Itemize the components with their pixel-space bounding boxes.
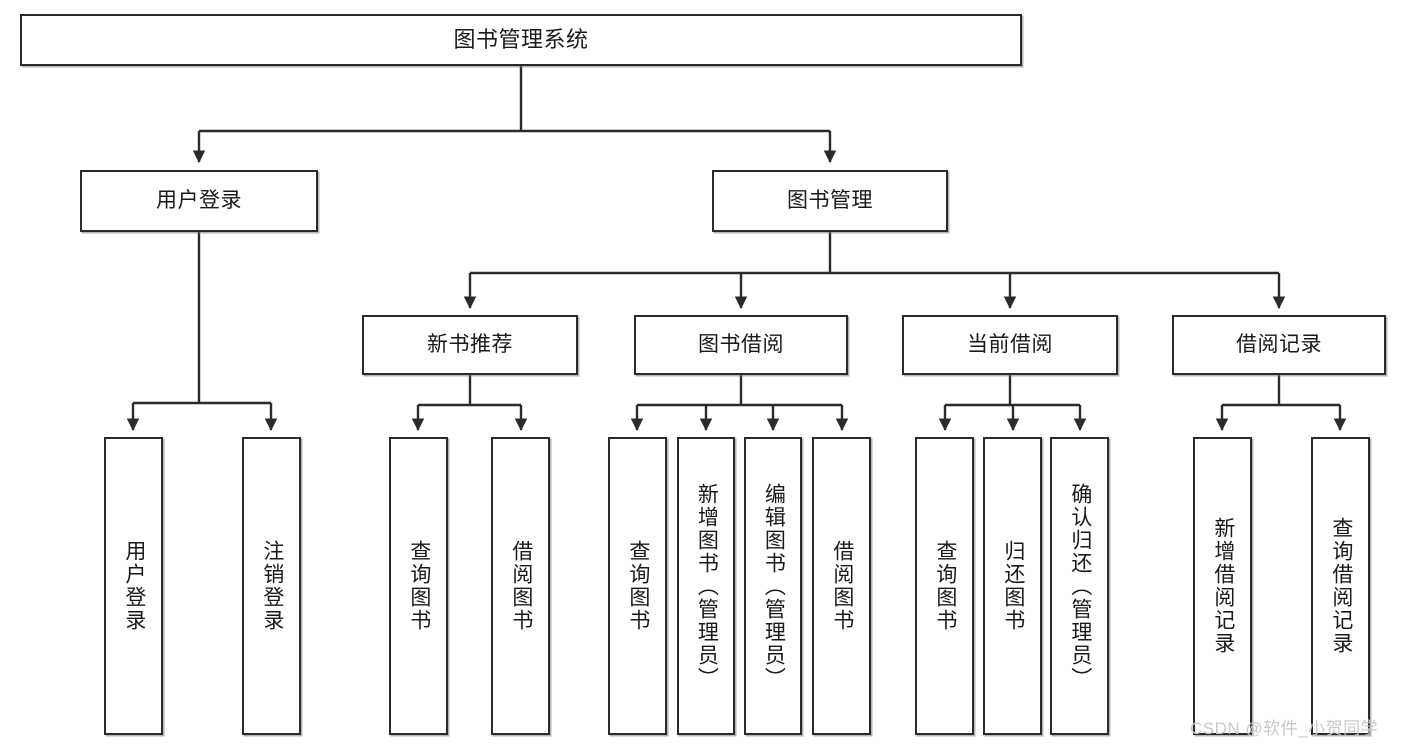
node-label: 注销登录 [260,540,284,632]
leaf-query-books-recommend[interactable]: 查询图书 [389,437,448,735]
node-label: 借阅记录 [1236,333,1322,357]
node-user-login[interactable]: 用户登录 [80,170,318,232]
leaf-borrow-books[interactable]: 借阅图书 [812,437,871,735]
leaf-confirm-return-admin[interactable]: 确认归还（管理员） [1050,437,1109,735]
leaf-query-books-borrow[interactable]: 查询图书 [608,437,667,735]
leaf-user-login[interactable]: 用户登录 [104,437,163,735]
node-label: 查询图书 [626,540,650,632]
node-label: 用户登录 [156,189,242,213]
leaf-query-borrow-record[interactable]: 查询借阅记录 [1311,437,1370,735]
node-label: 图书管理 [787,189,873,213]
leaf-borrow-books-recommend[interactable]: 借阅图书 [491,437,550,735]
node-current-borrowing[interactable]: 当前借阅 [902,315,1118,375]
watermark: CSDN @软件_小贺同学 [1190,719,1379,738]
node-borrow-records[interactable]: 借阅记录 [1172,315,1386,375]
node-label: 查询图书 [933,540,957,632]
node-book-management-system[interactable]: 图书管理系统 [20,14,1022,66]
node-label: 用户登录 [122,540,146,632]
node-label: 查询图书 [407,540,431,632]
node-book-borrowing[interactable]: 图书借阅 [634,315,848,375]
node-label: 当前借阅 [967,333,1053,357]
node-label: 借阅图书 [509,540,533,632]
node-label: 新增图书（管理员） [695,482,719,690]
node-book-management[interactable]: 图书管理 [712,170,948,232]
node-label: 归还图书 [1001,540,1025,632]
node-new-book-recommendation[interactable]: 新书推荐 [362,315,578,375]
node-label: 图书借阅 [698,333,784,357]
leaf-query-books-current[interactable]: 查询图书 [915,437,974,735]
node-label: 查询借阅记录 [1329,517,1353,655]
leaf-add-book-admin[interactable]: 新增图书（管理员） [677,437,735,735]
node-label: 新增借阅记录 [1211,517,1235,655]
node-label: 新书推荐 [427,333,513,357]
leaf-edit-book-admin[interactable]: 编辑图书（管理员） [744,437,802,735]
leaf-logout[interactable]: 注销登录 [242,437,301,735]
node-label: 借阅图书 [830,540,854,632]
node-label: 编辑图书（管理员） [762,482,786,690]
node-label: 确认归还（管理员） [1068,482,1092,690]
leaf-return-books[interactable]: 归还图书 [983,437,1042,735]
leaf-add-borrow-record[interactable]: 新增借阅记录 [1193,437,1252,735]
node-label: 图书管理系统 [453,26,589,52]
